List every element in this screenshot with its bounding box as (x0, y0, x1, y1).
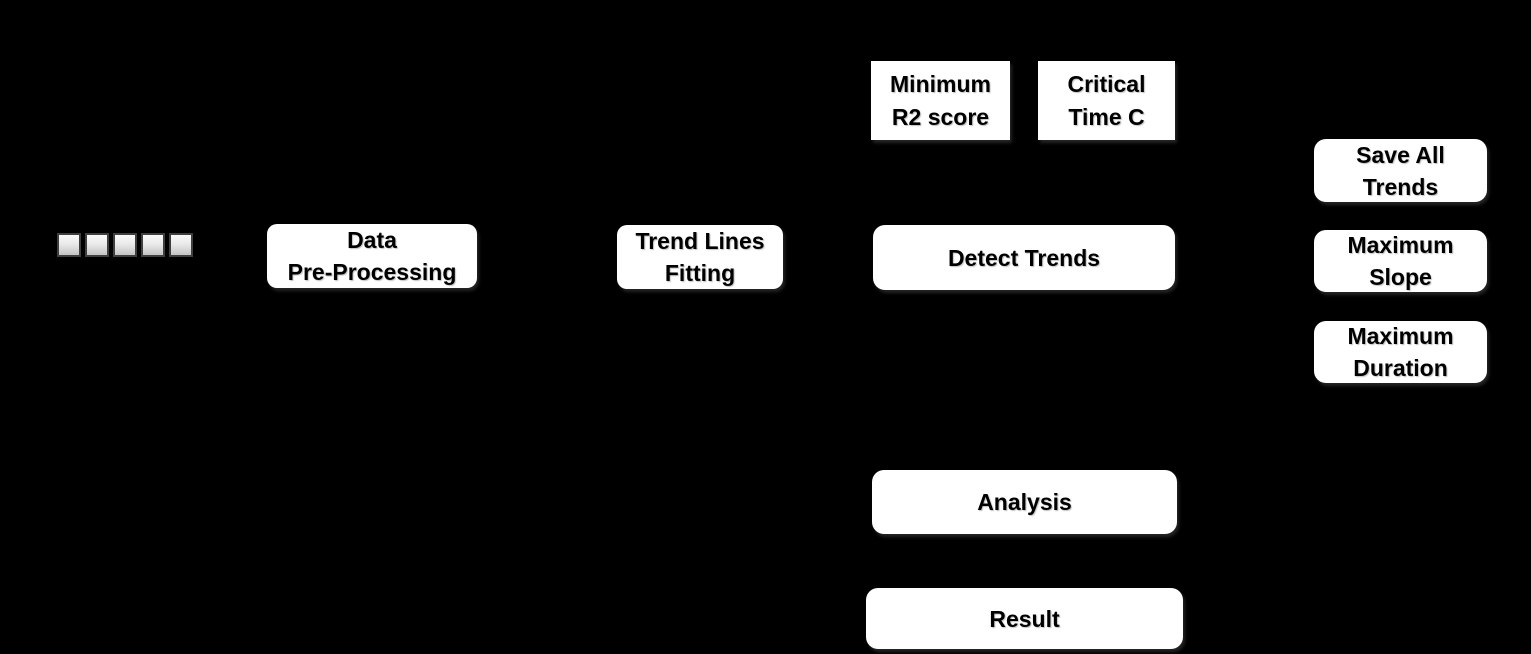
node-trend-lines-fitting: Trend Lines Fitting (617, 225, 783, 289)
node-detect-trends: Detect Trends (873, 225, 1175, 290)
data-square-icon (57, 233, 81, 257)
data-square-icon (113, 233, 137, 257)
node-data-pre-processing: Data Pre-Processing (267, 224, 477, 288)
input-data-squares (57, 233, 193, 257)
node-analysis: Analysis (872, 470, 1177, 534)
node-maximum-slope: Maximum Slope (1314, 230, 1487, 292)
node-save-all-trends: Save All Trends (1314, 139, 1487, 202)
data-square-icon (169, 233, 193, 257)
data-square-icon (85, 233, 109, 257)
node-minimum-r2-score: Minimum R2 score (871, 61, 1010, 140)
node-critical-time-c: Critical Time C (1038, 61, 1175, 140)
data-square-icon (141, 233, 165, 257)
node-result: Result (866, 588, 1183, 649)
node-maximum-duration: Maximum Duration (1314, 321, 1487, 383)
